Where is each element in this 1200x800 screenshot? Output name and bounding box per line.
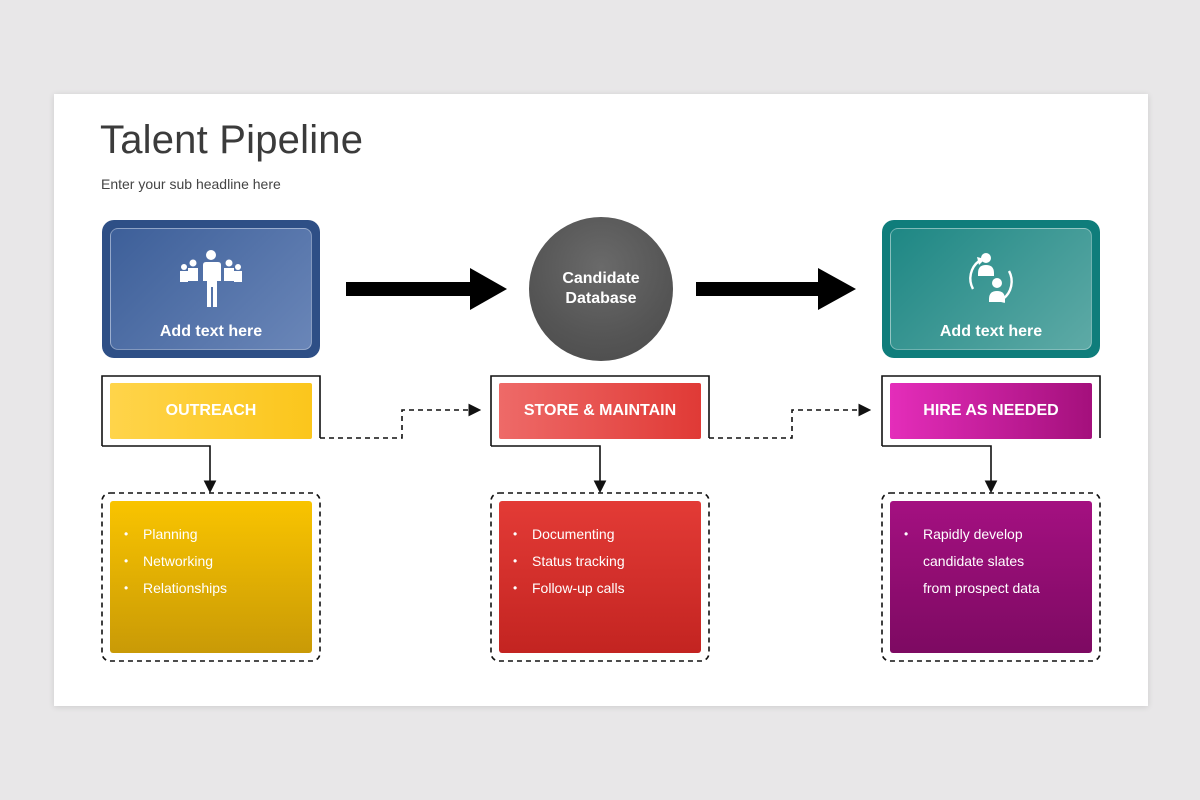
detail-store-maintain: Documenting Status tracking Follow-up ca… bbox=[499, 501, 701, 653]
bullet-list: Rapidly develop candidate slates from pr… bbox=[904, 521, 1078, 602]
list-item: Networking bbox=[124, 548, 298, 575]
candidate-database-circle: Candidate Database bbox=[529, 217, 673, 361]
list-item: Documenting bbox=[513, 521, 687, 548]
list-item-continued: from prospect data bbox=[923, 580, 1040, 596]
stage-store-maintain: STORE & MAINTAIN bbox=[499, 383, 701, 439]
page-title: Talent Pipeline bbox=[100, 118, 364, 162]
list-item: Status tracking bbox=[513, 548, 687, 575]
user-exchange-icon bbox=[959, 249, 1023, 316]
page-subtitle: Enter your sub headline here bbox=[101, 176, 281, 192]
card-hire-top: Add text here bbox=[882, 220, 1100, 358]
bullet-list: Documenting Status tracking Follow-up ca… bbox=[513, 521, 687, 602]
team-icon bbox=[179, 249, 243, 316]
stage-outreach: OUTREACH bbox=[110, 383, 312, 439]
list-item: Rapidly develop bbox=[904, 521, 1078, 548]
list-item: Planning bbox=[124, 521, 298, 548]
list-item-continued: candidate slates bbox=[923, 553, 1025, 569]
list-item: Relationships bbox=[124, 575, 298, 602]
bullet-list: Planning Networking Relationships bbox=[124, 521, 298, 602]
stage-hire-as-needed: HIRE AS NEEDED bbox=[890, 383, 1092, 439]
list-item: Follow-up calls bbox=[513, 575, 687, 602]
detail-hire-as-needed: Rapidly develop candidate slates from pr… bbox=[890, 501, 1092, 653]
card-inner: Add text here bbox=[890, 228, 1092, 350]
detail-outreach: Planning Networking Relationships bbox=[110, 501, 312, 653]
circle-label: Candidate Database bbox=[562, 270, 640, 307]
card-outreach-top: Add text here bbox=[102, 220, 320, 358]
card-label: Add text here bbox=[159, 323, 263, 340]
card-inner: Add text here bbox=[110, 228, 312, 350]
card-label: Add text here bbox=[939, 323, 1043, 340]
